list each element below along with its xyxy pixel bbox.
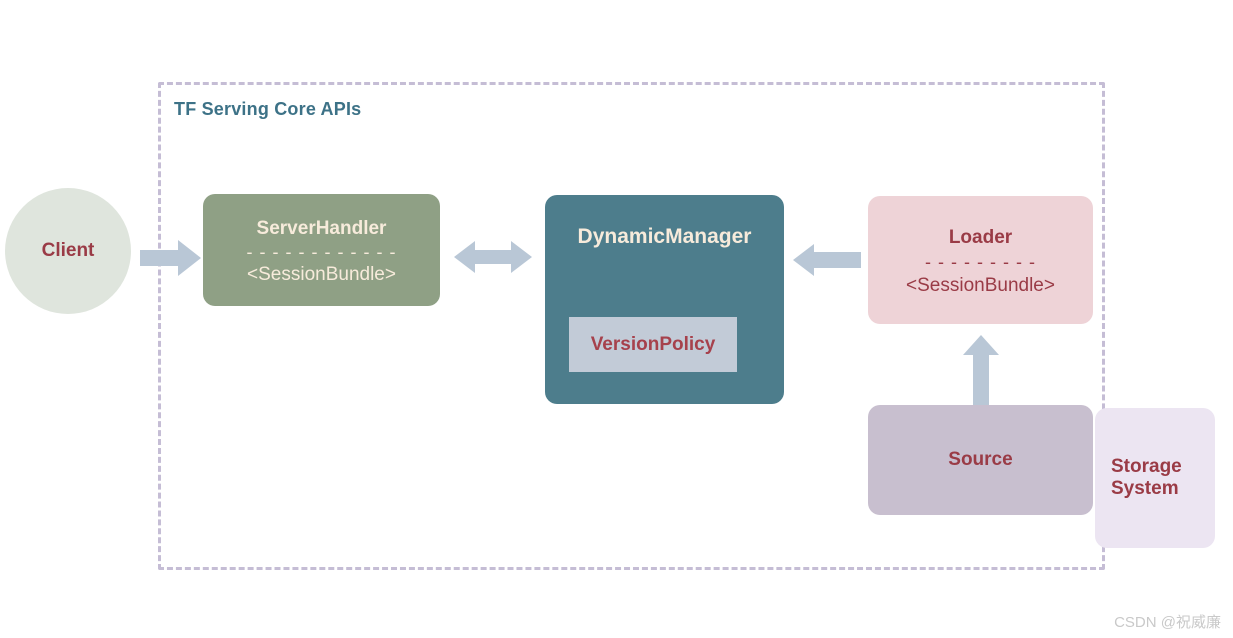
arrow-serverhandler-to-dynamicmanager (454, 235, 532, 279)
node-storage-system-line1: Storage (1111, 456, 1182, 478)
node-loader[interactable]: Loader - - - - - - - - - <SessionBundle> (868, 196, 1093, 324)
node-source-label: Source (948, 449, 1013, 471)
node-server-handler[interactable]: ServerHandler - - - - - - - - - - - - <S… (203, 194, 440, 306)
arrow-client-to-serverhandler (140, 238, 202, 278)
node-version-policy-label: VersionPolicy (590, 333, 716, 355)
arrow-source-to-loader (961, 335, 1001, 407)
boundary-title: TF Serving Core APIs (174, 99, 362, 119)
node-version-policy[interactable]: VersionPolicy (569, 317, 737, 372)
watermark: CSDN @祝威廉 (1114, 614, 1221, 631)
node-storage-system[interactable]: Storage System (1095, 408, 1215, 548)
node-dynamic-manager[interactable]: DynamicManager (545, 195, 784, 404)
arrow-loader-to-dynamicmanager (793, 243, 861, 277)
node-server-handler-title: ServerHandler (256, 218, 387, 240)
node-client[interactable]: Client (5, 188, 131, 314)
node-storage-system-line2: System (1111, 478, 1179, 499)
node-client-label: Client (41, 240, 95, 262)
node-server-handler-subtitle: <SessionBundle> (247, 264, 396, 285)
node-server-handler-divider: - - - - - - - - - - - - (246, 242, 397, 262)
node-loader-divider: - - - - - - - - - (925, 252, 1036, 272)
tf-serving-core-apis-boundary (158, 82, 1105, 570)
node-loader-title: Loader (948, 227, 1013, 249)
node-source[interactable]: Source (868, 405, 1093, 515)
node-loader-subtitle: <SessionBundle> (906, 275, 1055, 296)
node-dynamic-manager-title: DynamicManager (577, 225, 752, 248)
